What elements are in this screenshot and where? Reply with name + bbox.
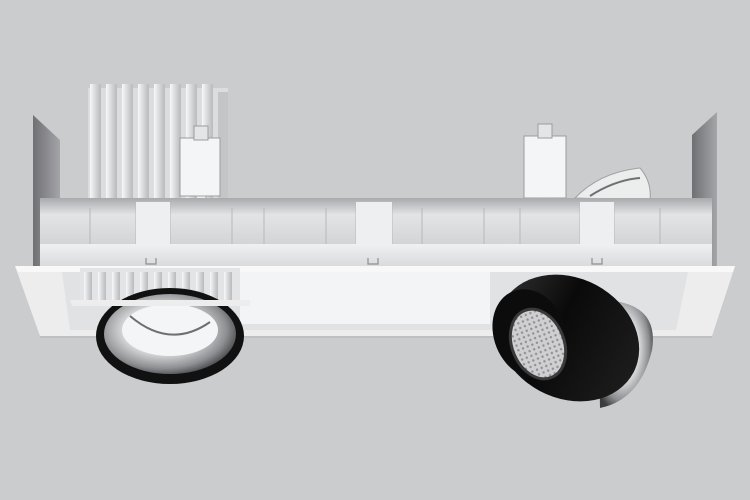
right-tab xyxy=(580,202,614,246)
center-opening xyxy=(240,272,490,324)
right-spotlight xyxy=(492,274,653,408)
center-tab xyxy=(356,202,392,246)
bracket-marks xyxy=(145,258,603,265)
left-tab xyxy=(136,202,170,246)
right-module-top xyxy=(573,167,651,201)
right-spot-lens xyxy=(510,309,566,379)
left-reflector xyxy=(96,288,244,384)
frame-lip xyxy=(70,300,250,306)
